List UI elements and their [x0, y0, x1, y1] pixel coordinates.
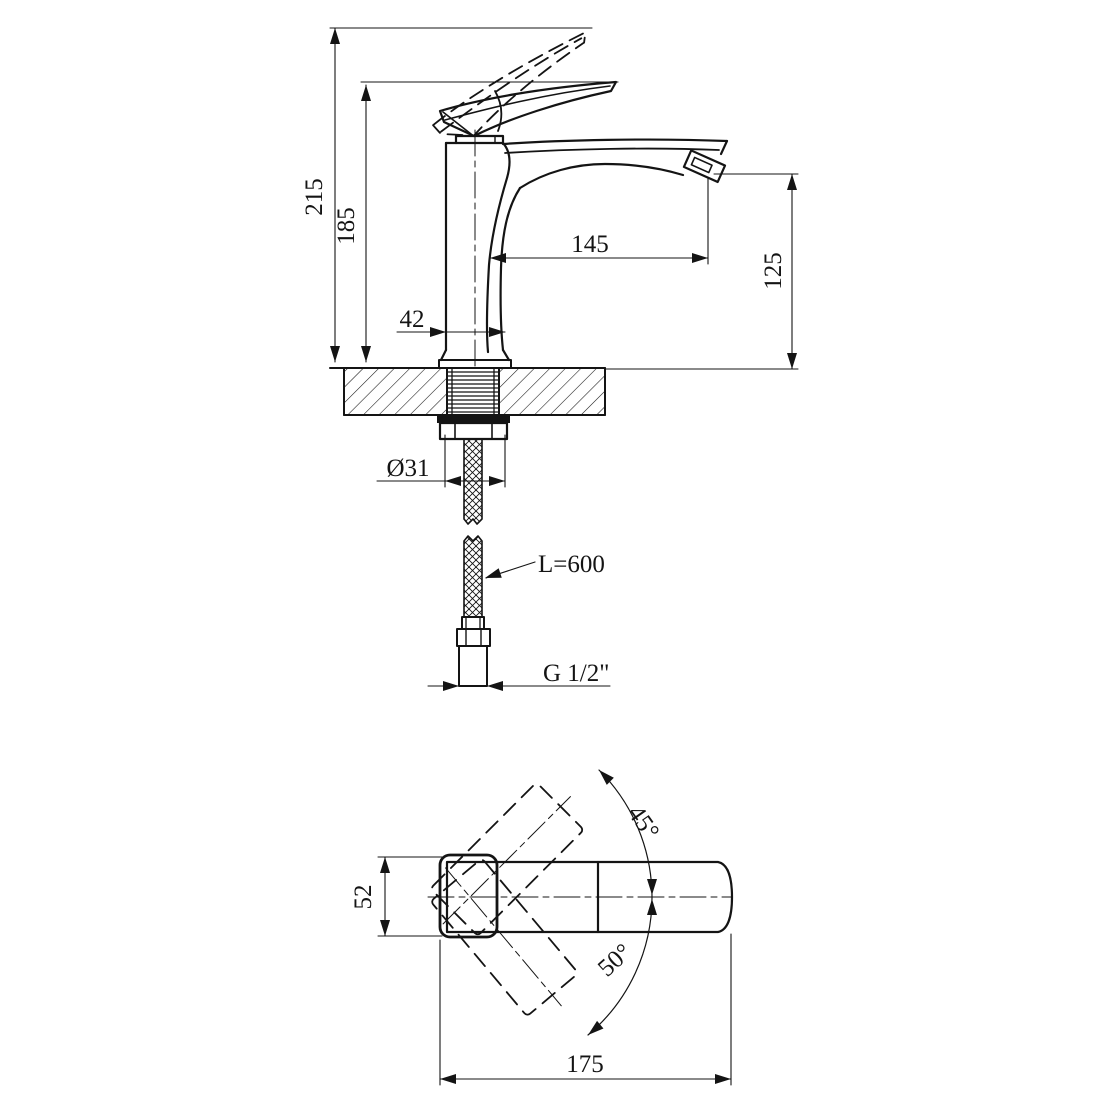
dim-label-shank-diameter: Ø31: [386, 455, 429, 482]
dim-label-body-height: 185: [333, 207, 360, 245]
handle-raised-dashed: [432, 31, 587, 137]
dim-label-hose-length: L=600: [538, 551, 605, 578]
handle-cap-plan: [438, 853, 499, 939]
plan-view-arrows: [380, 766, 731, 1084]
dim-label-body-width: 52: [350, 885, 377, 910]
handle-swing-45-dashed: [431, 783, 584, 936]
dim-label-spout-reach: 145: [571, 231, 609, 258]
side-view-dimensions: [329, 27, 799, 687]
side-view: [329, 27, 799, 691]
side-view-labels: 215 185 42 145 125 Ø31 L=600 G 1/2": [301, 178, 787, 687]
washer: [437, 416, 510, 423]
body-plan: [445, 860, 734, 934]
handle-swing-50-dashed: [431, 859, 578, 1016]
hose-end-fitting: [456, 616, 491, 687]
mounting-nut: [438, 421, 509, 441]
plan-view-labels: 52 175 45° 50°: [350, 801, 664, 1078]
handle-lever: [438, 80, 618, 138]
dim-label-base-width: 42: [400, 306, 425, 333]
countertop-section: [329, 367, 606, 416]
dim-label-swing-down: 50°: [593, 939, 637, 982]
cartridge-cap: [444, 134, 505, 145]
aerator: [682, 149, 727, 184]
dim-label-connection-thread: G 1/2": [543, 660, 609, 687]
dim-label-spout-height: 125: [760, 252, 787, 290]
threaded-shank: [446, 367, 500, 417]
dim-label-overall-length: 175: [566, 1051, 604, 1078]
plan-view-dimensions: [377, 856, 732, 1086]
side-view-arrows: [330, 28, 797, 691]
dim-label-overall-height: 215: [301, 178, 328, 216]
plan-view: [377, 766, 734, 1086]
supply-hose: [456, 438, 491, 687]
